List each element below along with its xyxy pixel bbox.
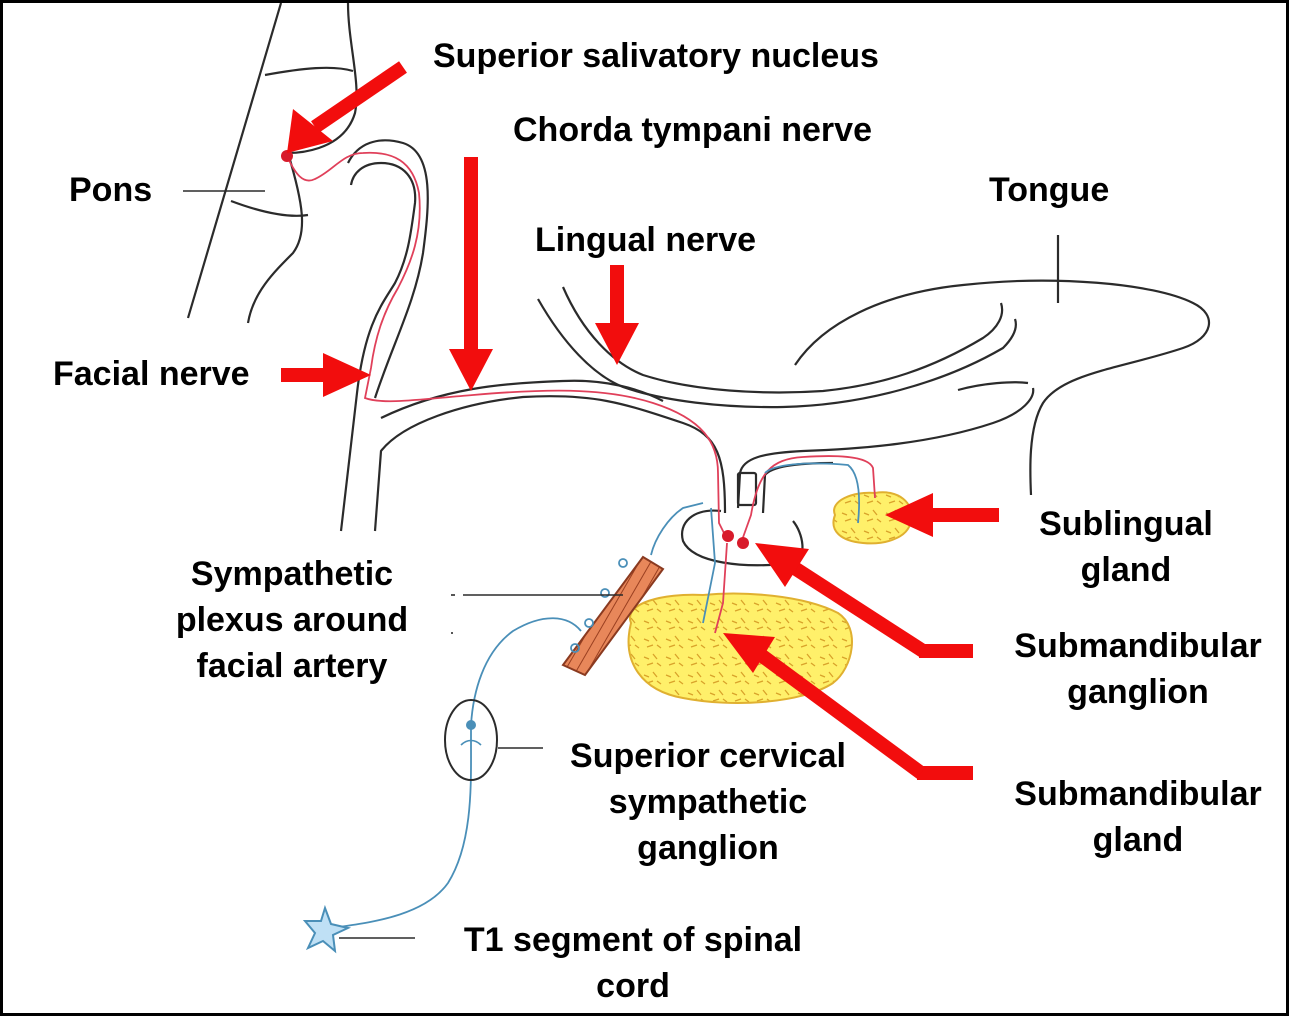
ganglion-dot-1 (722, 530, 734, 542)
t1-to-ganglion (333, 728, 471, 928)
label-sympathetic-plexus-line-3: facial artery (153, 643, 431, 689)
label-pons: Pons (69, 167, 152, 213)
label-sympathetic-plexus-line-2: plexus around (153, 597, 431, 643)
label-submandibular-ganglion: Submandibular ganglion (993, 623, 1283, 715)
label-facial-nerve: Facial nerve (53, 351, 250, 397)
brainstem-outline (188, 3, 357, 323)
label-sympathetic-plexus-line-1: Sympathetic (153, 551, 431, 597)
label-sublingual-gland-line-1: Sublingual (1011, 501, 1241, 547)
nerve-outlines (341, 140, 1033, 531)
lingual-lower-trunk-2 (763, 463, 833, 513)
preganglionic-fibre (288, 153, 725, 535)
ganglion-dot-2 (737, 537, 749, 549)
label-superior-cervical-ganglion: Superior cervical sympathetic ganglion (543, 733, 873, 871)
label-sublingual-gland: Sublingual gland (1011, 501, 1241, 593)
label-t1-segment-line-2: cord (423, 963, 843, 1009)
tongue-branch (958, 382, 1028, 390)
label-sublingual-gland-line-2: gland (1011, 547, 1241, 593)
pons-upper-line (265, 68, 353, 75)
facial-nerve-outline-right (375, 396, 725, 531)
label-submandibular-ganglion-line-2: ganglion (993, 669, 1283, 715)
arrow-lingual-nerve (595, 265, 639, 365)
label-superior-cervical-ganglion-line-2: sympathetic (543, 779, 873, 825)
label-superior-salivatory-nucleus: Superior salivatory nucleus (433, 33, 879, 79)
brainstem-right-edge (248, 3, 357, 323)
pons-lower-line (231, 201, 308, 216)
label-superior-cervical-ganglion-line-3: ganglion (543, 825, 873, 871)
t1-neuron (305, 908, 348, 951)
tongue-outline (795, 235, 1209, 495)
label-t1-segment: T1 segment of spinal cord (423, 917, 843, 1009)
label-lingual-nerve: Lingual nerve (535, 217, 756, 263)
label-tongue: Tongue (989, 167, 1109, 213)
label-superior-cervical-ganglion-line-1: Superior cervical (543, 733, 873, 779)
label-t1-segment-line-1: T1 segment of spinal (423, 917, 843, 963)
label-chorda-tympani-nerve: Chorda tympani nerve (513, 107, 872, 153)
brainstem-left-edge (188, 3, 281, 318)
plexus-up (651, 503, 703, 555)
label-submandibular-ganglion-line-1: Submandibular (993, 623, 1283, 669)
label-submandibular-gland: Submandibular gland (993, 771, 1283, 863)
label-submandibular-gland-line-1: Submandibular (993, 771, 1283, 817)
label-sympathetic-plexus: Sympathetic plexus around facial artery (153, 551, 431, 689)
label-submandibular-gland-line-2: gland (993, 817, 1283, 863)
arrow-chorda-tympani (449, 157, 493, 391)
ganglion-neuron-dot (466, 720, 476, 730)
